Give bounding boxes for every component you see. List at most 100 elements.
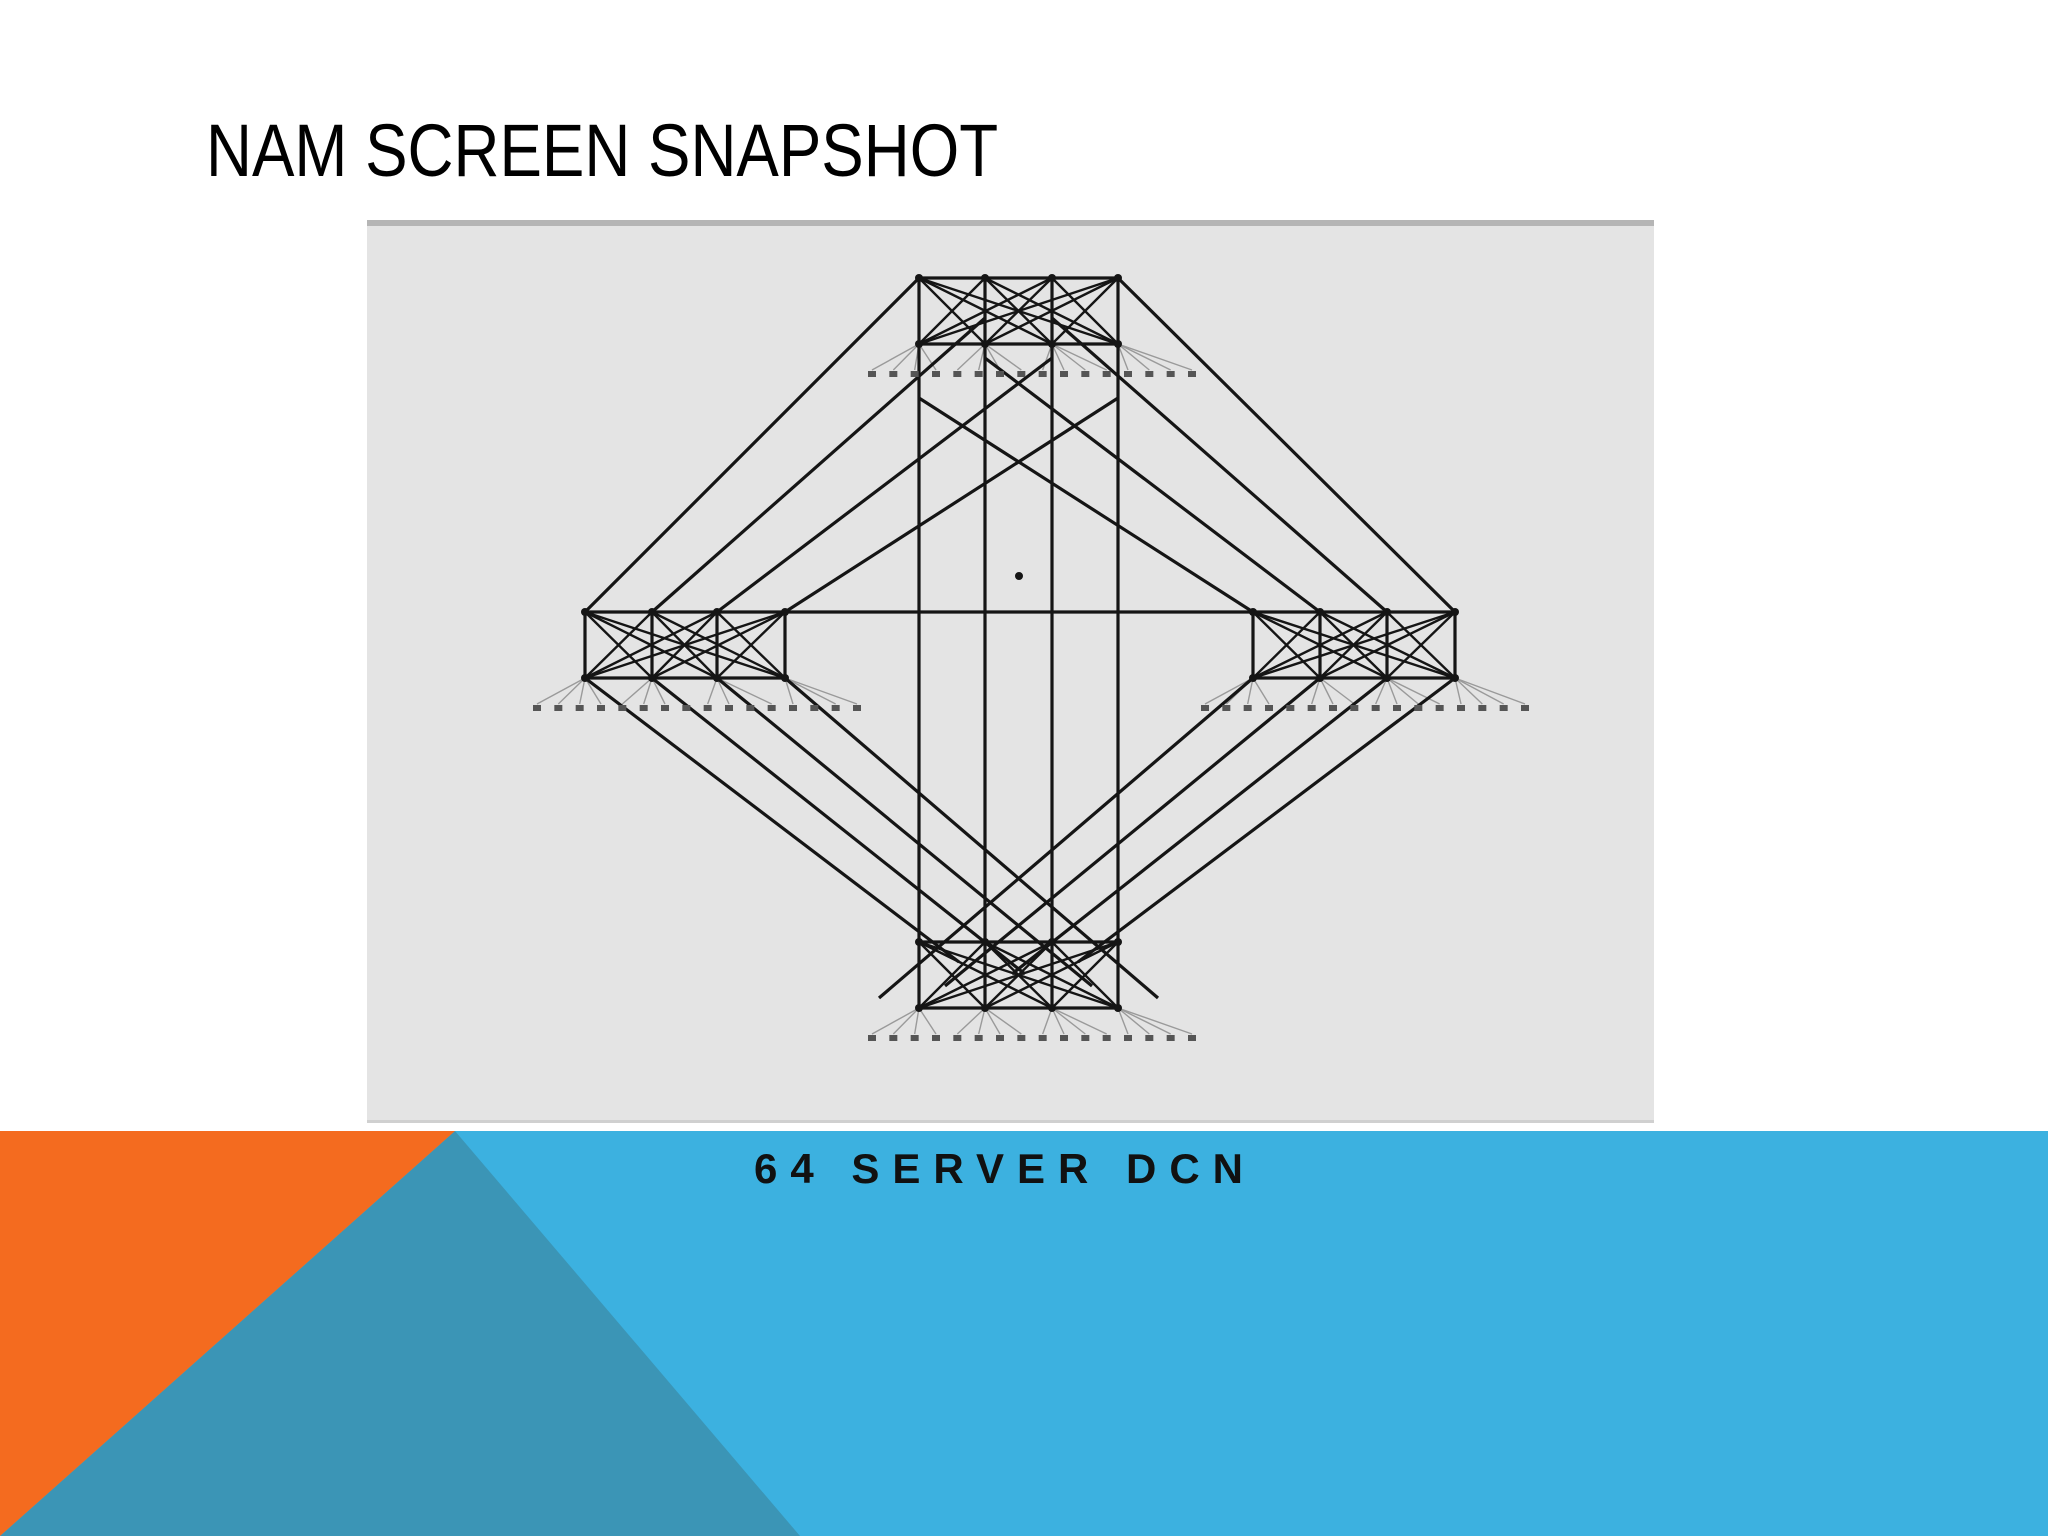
slide-caption: 64 SERVER DCN <box>753 1145 1256 1192</box>
nam-snapshot-panel <box>367 220 1654 1123</box>
top-server-7 <box>1017 371 1026 377</box>
top-server-link <box>1051 343 1065 371</box>
left-server-link <box>578 677 586 705</box>
left-edge-switch-1 <box>648 674 656 682</box>
top-edge-switch-0 <box>915 340 923 348</box>
right-server-link <box>1454 677 1504 705</box>
top-server-5 <box>974 371 983 377</box>
bottom-server-4 <box>953 1035 962 1041</box>
left-server-11 <box>767 705 776 711</box>
right-server-link <box>1204 677 1254 705</box>
right-server-10 <box>1414 705 1423 711</box>
right-server-14 <box>1499 705 1508 711</box>
bottom-edge-switch-1 <box>981 1004 989 1012</box>
top-server-link <box>871 343 920 371</box>
top-server-link <box>984 343 1022 371</box>
left-server-link <box>716 677 772 705</box>
top-edge-switch-3 <box>1114 340 1122 348</box>
bottom-server-2 <box>910 1035 919 1041</box>
right-bottom-core-link-2 <box>943 676 1322 988</box>
right-server-8 <box>1371 705 1380 711</box>
left-edge-switch-0 <box>581 674 589 682</box>
top-pod-mesh-link <box>918 276 1119 346</box>
right-server-9 <box>1393 705 1401 711</box>
bottom-server-link <box>913 1007 920 1035</box>
right-server-6 <box>1329 705 1337 711</box>
bottom-pod-mesh-link <box>918 940 1119 1010</box>
bottom-server-link <box>871 1007 920 1035</box>
left-bottom-core-link-0 <box>584 676 960 964</box>
top-left-core-link-0 <box>583 276 921 614</box>
top-pod-mesh-link <box>984 276 1119 346</box>
left-server-5 <box>639 705 648 711</box>
top-server-link <box>1117 343 1193 371</box>
right-agg-switch-2 <box>1383 608 1391 616</box>
bottom-server-9 <box>1060 1035 1068 1041</box>
bottom-server-link <box>1051 1007 1065 1035</box>
right-pod-mesh-link <box>1252 611 1321 679</box>
right-server-link <box>1375 677 1388 705</box>
right-bottom-core-link-0 <box>1077 676 1456 964</box>
right-agg-switch-0 <box>1249 608 1257 616</box>
left-server-link <box>651 677 666 705</box>
bottom-server-link <box>1042 1007 1053 1035</box>
bottom-server-link <box>1117 1007 1193 1035</box>
bottom-server-link <box>1051 1007 1107 1035</box>
top-server-link <box>918 343 937 371</box>
top-pod-mesh-link <box>1051 277 1119 345</box>
top-server-3 <box>932 371 940 377</box>
right-server-link <box>1311 677 1321 705</box>
bottom-server-1 <box>889 1035 898 1041</box>
top-left-core-link-3 <box>784 396 1119 614</box>
top-server-2 <box>910 371 919 377</box>
bottom-agg-switch-0 <box>915 938 923 946</box>
bottom-server-14 <box>1166 1035 1175 1041</box>
top-server-link <box>956 343 986 371</box>
left-bottom-core-link-3 <box>783 676 1160 1000</box>
left-server-link <box>784 677 794 705</box>
top-edge-switch-1 <box>981 340 989 348</box>
right-server-link <box>1386 677 1419 705</box>
right-server-11 <box>1435 705 1444 711</box>
right-server-15 <box>1521 705 1529 711</box>
bottom-edge-switch-0 <box>915 1004 923 1012</box>
left-server-link <box>557 677 586 705</box>
right-server-link <box>1454 677 1462 705</box>
top-right-core-link-2 <box>984 356 1321 614</box>
right-pod-mesh-link <box>1386 611 1456 679</box>
bottom-server-3 <box>932 1035 940 1041</box>
left-server-13 <box>810 705 819 711</box>
right-edge-switch-3 <box>1451 674 1459 682</box>
band-orange-triangle <box>0 1131 455 1536</box>
left-server-14 <box>831 705 840 711</box>
bottom-server-5 <box>974 1035 983 1041</box>
left-server-link <box>784 677 836 705</box>
right-server-13 <box>1478 705 1487 711</box>
left-agg-switch-1 <box>648 608 656 616</box>
right-server-1 <box>1222 705 1231 711</box>
left-edge-switch-2 <box>713 674 721 682</box>
bottom-server-link <box>1117 1007 1150 1035</box>
top-server-4 <box>953 371 962 377</box>
right-pod-mesh-link <box>1319 610 1456 680</box>
top-right-core-link-3 <box>918 396 1254 614</box>
right-server-link <box>1246 677 1254 705</box>
left-server-2 <box>575 705 584 711</box>
bottom-server-link <box>1117 1007 1171 1035</box>
right-server-link <box>1386 677 1398 705</box>
bottom-server-13 <box>1145 1035 1154 1041</box>
bottom-server-link <box>984 1007 1001 1035</box>
bottom-server-15 <box>1188 1035 1196 1041</box>
top-left-core-link-1 <box>650 316 987 614</box>
bottom-pod-mesh-link <box>918 940 1053 1010</box>
bottom-agg-switch-3 <box>1114 938 1122 946</box>
network-topology-diagram <box>533 274 1529 1041</box>
top-server-13 <box>1145 371 1154 377</box>
left-server-7 <box>682 705 691 711</box>
right-pod-mesh-link <box>1252 610 1456 680</box>
left-server-10 <box>746 705 755 711</box>
left-server-6 <box>661 705 669 711</box>
left-agg-switch-0 <box>581 608 589 616</box>
bottom-server-link <box>892 1007 920 1035</box>
top-agg-switch-1 <box>981 274 989 282</box>
